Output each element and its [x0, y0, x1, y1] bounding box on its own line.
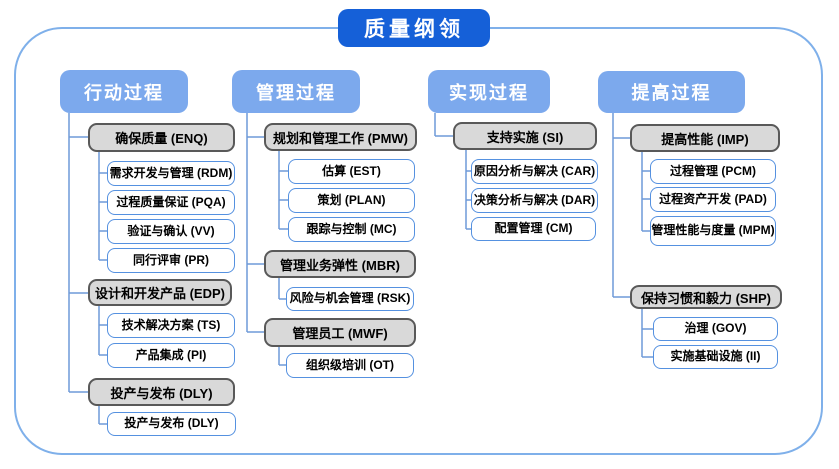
connectors-column-improvement — [612, 113, 653, 358]
node-mpm: 管理性能与度量 (MPM) — [650, 216, 776, 246]
node-rsk: 风险与机会管理 (RSK) — [286, 287, 414, 311]
diagram-title: 质量纲领 — [338, 9, 490, 47]
node-dly: 投产与发布 (DLY) — [88, 378, 235, 406]
node-pmw: 规划和管理工作 (PMW) — [264, 123, 417, 151]
node-enq: 确保质量 (ENQ) — [88, 123, 235, 152]
connectors-column-action — [68, 113, 107, 425]
connectors-column-implementation — [434, 113, 471, 230]
node-est: 估算 (EST) — [288, 159, 415, 184]
node-dar: 决策分析与解决 (DAR) — [471, 188, 598, 213]
node-gov: 治理 (GOV) — [653, 317, 778, 341]
node-imp: 提高性能 (IMP) — [630, 124, 780, 152]
node-pcm: 过程管理 (PCM) — [650, 159, 776, 184]
node-dly-sub: 投产与发布 (DLY) — [107, 412, 236, 436]
node-pr: 同行评审 (PR) — [107, 248, 235, 273]
column-header-improvement-process: 提高过程 — [598, 71, 745, 113]
column-header-action-process: 行动过程 — [60, 70, 188, 113]
node-mbr: 管理业务弹性 (MBR) — [264, 250, 416, 278]
node-vv: 验证与确认 (VV) — [107, 219, 235, 244]
node-pi: 产品集成 (PI) — [107, 343, 235, 368]
node-ot: 组织级培训 (OT) — [286, 353, 414, 378]
node-mc: 跟踪与控制 (MC) — [288, 217, 415, 242]
node-ii: 实施基础设施 (II) — [653, 345, 778, 369]
column-header-implementation-process: 实现过程 — [428, 70, 550, 113]
node-si: 支持实施 (SI) — [453, 122, 597, 150]
node-ts: 技术解决方案 (TS) — [107, 313, 235, 338]
node-shp: 保持习惯和毅力 (SHP) — [630, 285, 782, 309]
node-plan: 策划 (PLAN) — [288, 188, 415, 213]
node-cm: 配置管理 (CM) — [471, 217, 596, 241]
node-pad: 过程资产开发 (PAD) — [650, 187, 776, 212]
node-rdm: 需求开发与管理 (RDM) — [107, 161, 235, 186]
column-header-management-process: 管理过程 — [232, 70, 360, 113]
connectors-column-management — [246, 113, 288, 366]
node-mwf: 管理员工 (MWF) — [264, 318, 416, 347]
node-car: 原因分析与解决 (CAR) — [471, 159, 598, 184]
node-pqa: 过程质量保证 (PQA) — [107, 190, 235, 215]
node-edp: 设计和开发产品 (EDP) — [88, 279, 232, 306]
